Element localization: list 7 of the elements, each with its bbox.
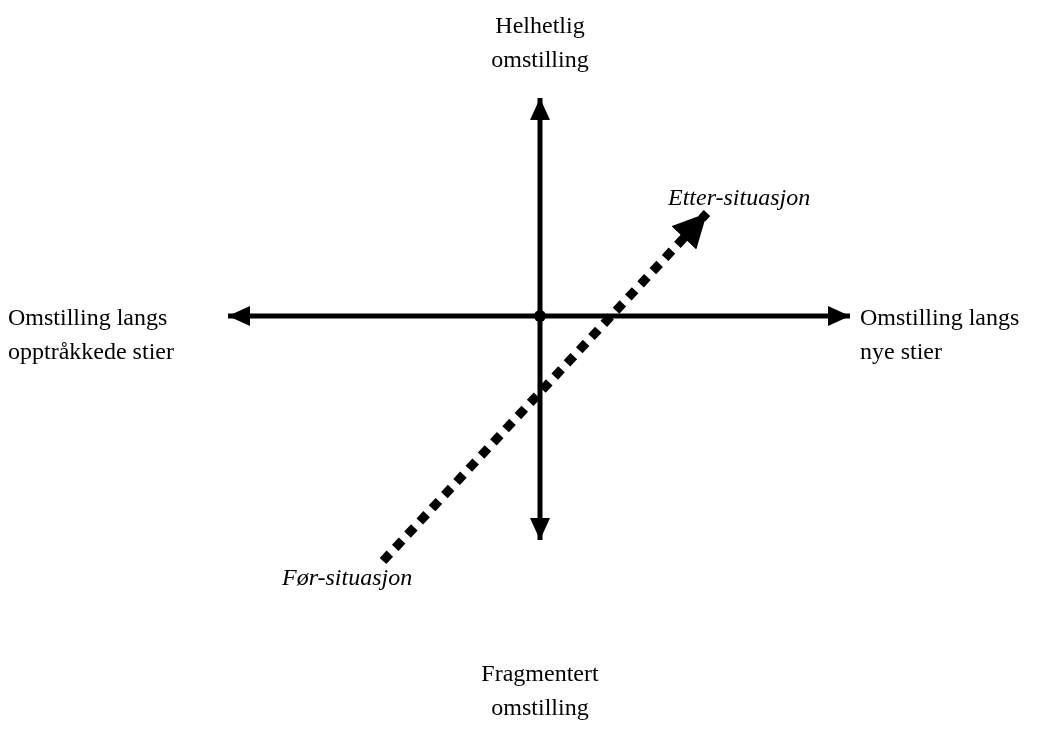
- axis-label: Omstilling langs opptråkkede stier: [8, 300, 208, 368]
- end-state-label: Etter-situasjon: [668, 180, 853, 214]
- axis-label: Helhetlig omstilling: [470, 8, 610, 76]
- start-state-label: Før-situasjon: [282, 560, 457, 594]
- axis-label: Fragmentert omstilling: [470, 656, 610, 724]
- axis-label: Omstilling langs nye stier: [860, 300, 1058, 368]
- dashed-arrow: [379, 209, 711, 565]
